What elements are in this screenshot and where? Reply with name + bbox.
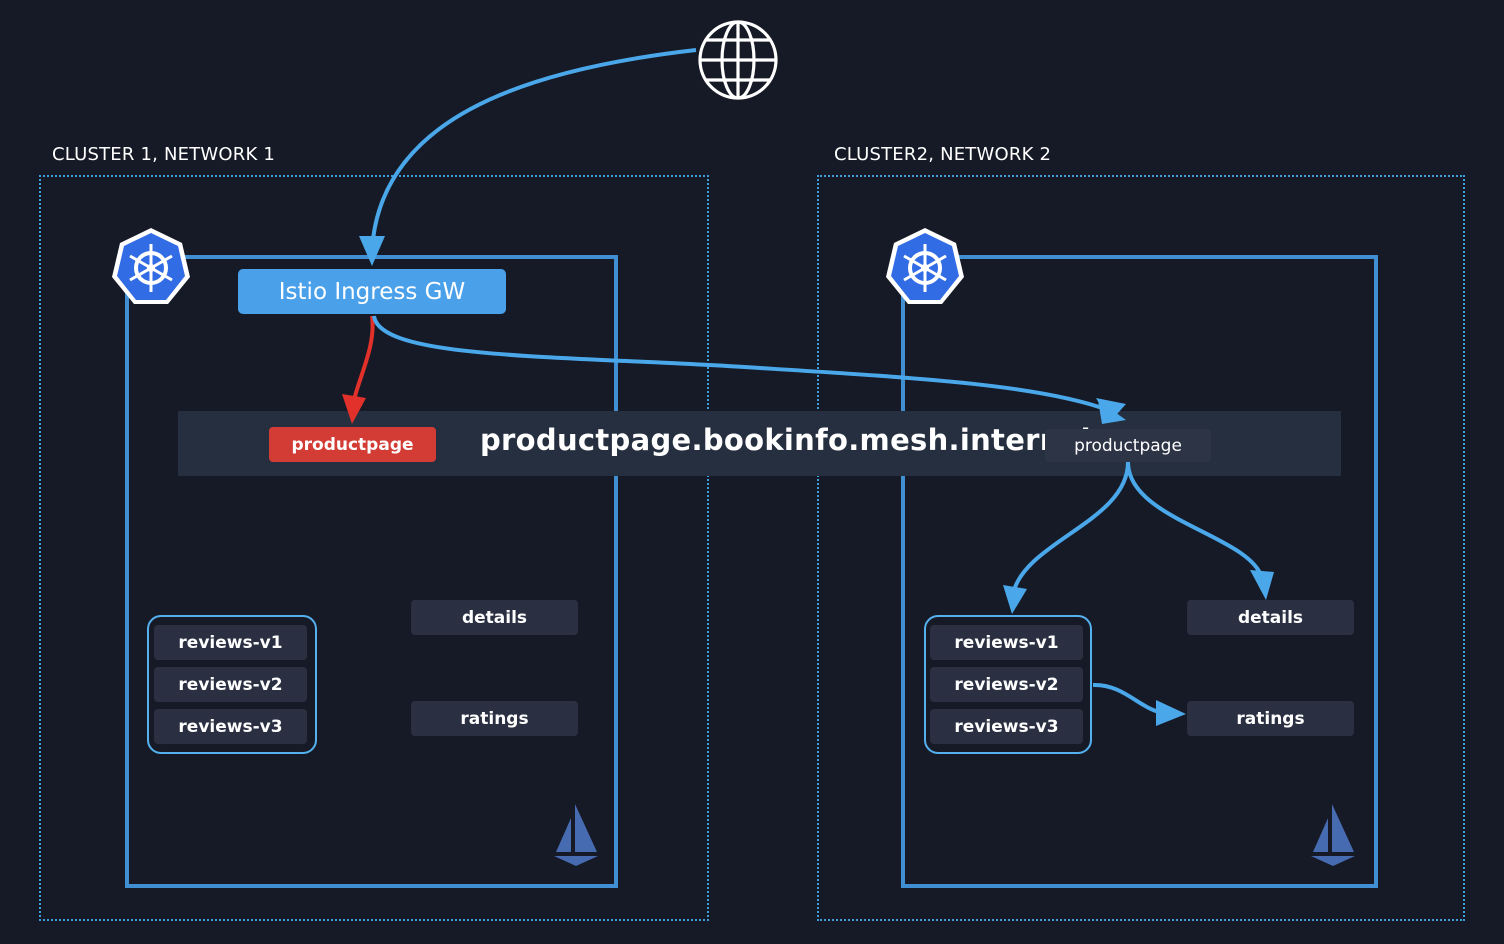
cluster-1-ratings[interactable]: ratings: [411, 701, 578, 736]
gateway-to-remote-productpage-arrow: [372, 315, 1109, 412]
cluster-1-reviews-group: [147, 615, 317, 754]
cluster-1-reviews-v3[interactable]: reviews-v3: [154, 709, 307, 744]
network-1-label: CLUSTER 1, NETWORK 1: [52, 144, 276, 165]
productpage-to-reviews-arrow: [1012, 461, 1130, 591]
reviews-to-ratings-arrowhead: [1156, 700, 1186, 726]
network-2-label: CLUSTER2, NETWORK 2: [834, 144, 1052, 165]
cluster-1-reviews-v2[interactable]: reviews-v2: [154, 667, 307, 702]
cluster-1-details[interactable]: details: [411, 600, 578, 635]
cluster-2-reviews-v1[interactable]: reviews-v1: [930, 625, 1083, 660]
globe-icon: [698, 20, 778, 100]
internet-to-gateway-arrow: [370, 48, 697, 251]
cluster-2-boundary: [901, 255, 1378, 888]
cluster-2-reviews-v2[interactable]: reviews-v2: [930, 667, 1083, 702]
network-1-boundary: [39, 175, 709, 921]
internet-to-gateway-arrowhead: [359, 236, 385, 266]
cluster-1-reviews-v1[interactable]: reviews-v1: [154, 625, 307, 660]
kubernetes-icon: [886, 228, 964, 304]
mesh-hostname: productpage.bookinfo.mesh.internal: [480, 423, 1091, 457]
istio-sail-icon: [1311, 804, 1355, 866]
kubernetes-icon: [112, 228, 190, 304]
cluster-2-ratings[interactable]: ratings: [1187, 701, 1354, 736]
gateway-to-local-productpage-arrowhead: [342, 394, 366, 424]
cluster-2-reviews-v3[interactable]: reviews-v3: [930, 709, 1083, 744]
cluster-2-productpage[interactable]: productpage: [1045, 429, 1211, 462]
istio-ingress-gateway[interactable]: Istio Ingress GW: [238, 269, 506, 314]
cluster-2-details[interactable]: details: [1187, 600, 1354, 635]
productpage-to-reviews-arrowhead: [1003, 585, 1027, 614]
productpage-to-details-arrow: [1126, 461, 1264, 579]
cluster-2-reviews-group: [924, 615, 1092, 754]
reviews-to-ratings-arrow: [1092, 682, 1165, 715]
istio-sail-icon: [554, 804, 598, 866]
productpage-to-details-arrowhead: [1250, 570, 1274, 600]
gateway-to-local-productpage-arrow: [352, 315, 375, 401]
cluster-1-productpage[interactable]: productpage: [269, 427, 436, 462]
network-2-boundary: [817, 175, 1465, 921]
